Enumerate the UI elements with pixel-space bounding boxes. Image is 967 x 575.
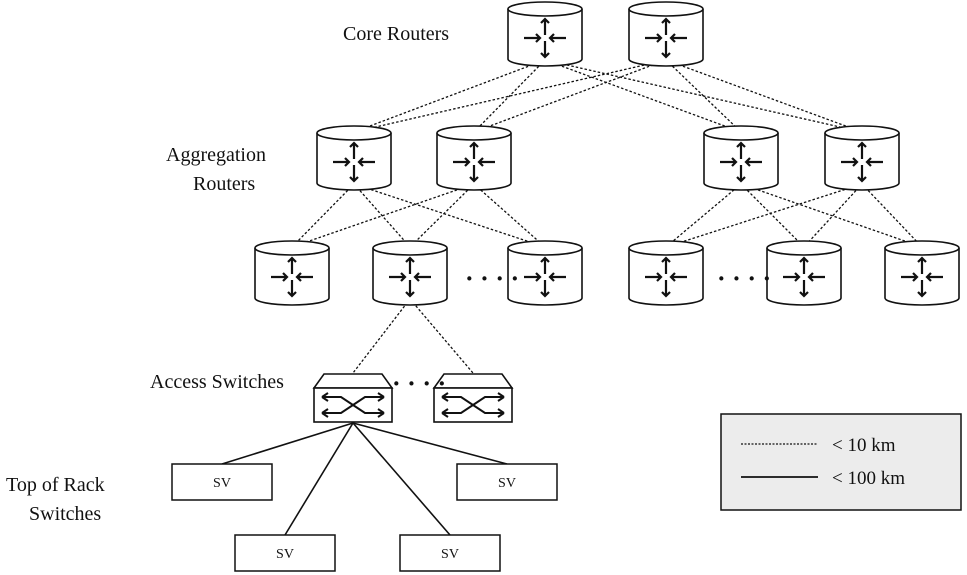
solid-link [352,422,451,536]
server-box: SV [456,463,558,501]
dashed-link [409,298,474,374]
server-layer: SV SV SV SV [171,463,558,572]
solid-link [221,422,354,465]
dashed-link [665,59,863,133]
switch-arrows-icon [321,392,385,418]
legend-solid-label: < 100 km [832,468,905,489]
core-router [507,1,583,67]
solid-link [352,422,508,465]
tor-label-line1: Top of Rack [6,474,105,496]
dashed-link [291,183,475,248]
dashed-link [665,183,863,248]
server-box: SV [171,463,273,501]
access-switch [432,373,514,423]
dashed-link [544,59,742,133]
aggregation-label-line2: Routers [193,173,255,195]
legend: < 10 km < 100 km [720,413,962,511]
switch-arrows-icon [441,392,505,418]
edge-router [628,240,704,306]
dashed-link [353,59,546,133]
dashed-link [861,183,923,248]
dashed-link [473,59,667,133]
dashed-link [473,59,546,133]
svg-text:SV: SV [441,547,459,562]
aggregation-router [824,125,900,191]
svg-text:SV: SV [213,476,231,491]
edge-router [372,240,448,306]
edge-router [507,240,583,306]
core-routers-label: Core Routers [343,23,449,45]
dashed-link [473,183,546,248]
access-switch [312,373,394,423]
aggregation-router [703,125,779,191]
edge-router [254,240,330,306]
edge-router-ellipsis: · · · · [465,264,519,293]
core-router [628,1,704,67]
router-layer [254,1,960,306]
dashed-link [803,183,863,248]
edge-router-ellipsis-right: · · · · [717,264,771,293]
dashed-link [740,183,805,248]
dashed-link [291,183,355,248]
dashed-link [665,59,742,133]
aggregation-label-line1: Aggregation [166,144,266,166]
dashed-link [353,183,546,248]
link-layer [221,59,923,536]
access-switch-ellipsis: · · · · [392,369,446,398]
legend-box [720,413,962,511]
aggregation-router [436,125,512,191]
server-box: SV [399,534,501,572]
legend-dashed-label: < 10 km [832,435,896,456]
switch-layer [312,373,514,423]
edge-router [884,240,960,306]
solid-link [284,422,354,536]
edge-router [766,240,842,306]
svg-text:SV: SV [276,547,294,562]
dashed-link [353,59,667,133]
server-box: SV [234,534,336,572]
aggregation-router [316,125,392,191]
tor-label-line2: Switches [29,503,101,525]
dashed-link [352,298,411,374]
dashed-link [353,183,411,248]
dashed-link [740,183,923,248]
dashed-link [409,183,475,248]
svg-text:SV: SV [498,476,516,491]
dashed-link [665,183,742,248]
access-switches-label: Access Switches [150,371,284,393]
